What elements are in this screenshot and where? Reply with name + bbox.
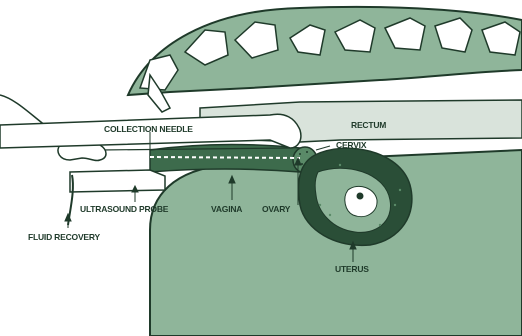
label-ultrasound-probe: ULTRASOUND PROBE: [80, 205, 168, 214]
embryo: [345, 186, 377, 216]
label-fluid-recovery: FLUID RECOVERY: [28, 233, 100, 242]
label-ovary: OVARY: [262, 205, 290, 214]
label-rectum: RECTUM: [351, 121, 386, 130]
label-vagina: VAGINA: [211, 205, 242, 214]
label-uterus: UTERUS: [335, 265, 369, 274]
label-collection-needle: COLLECTION NEEDLE: [104, 125, 193, 134]
ultrasound-probe: [70, 170, 165, 192]
label-cervix: CERVIX: [336, 141, 366, 150]
